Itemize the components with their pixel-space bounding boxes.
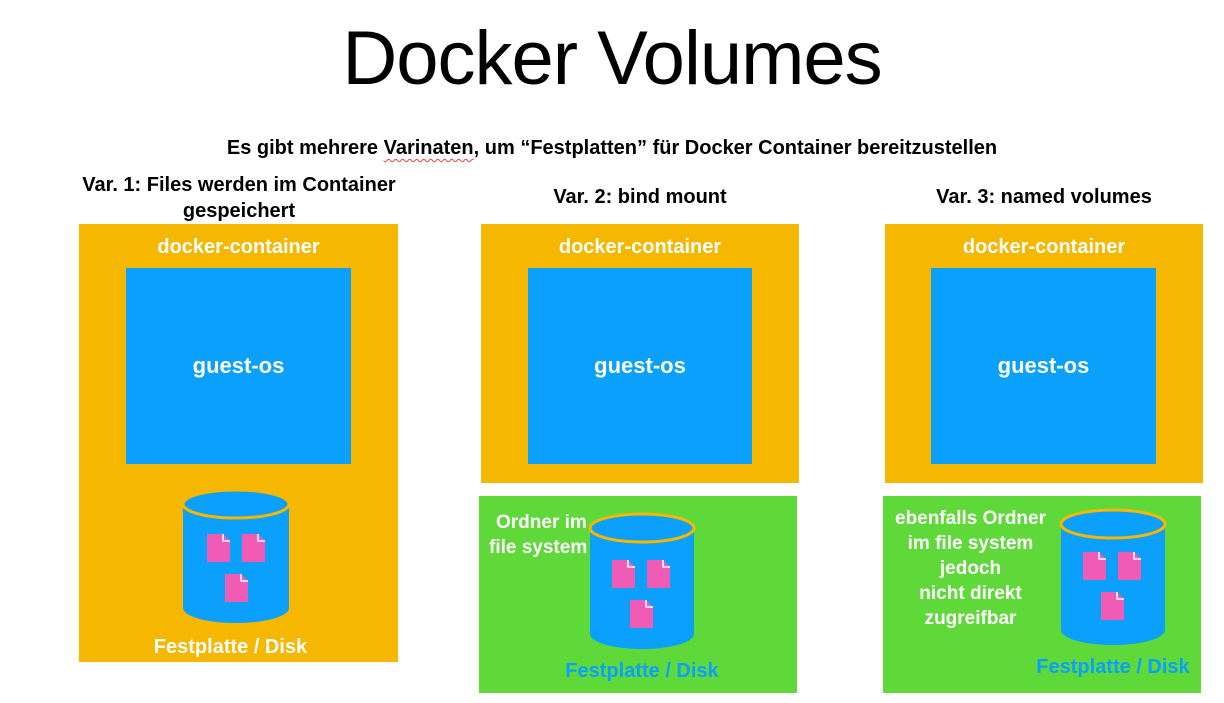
variant-2-note-line-1: Ordner im (496, 512, 587, 533)
file-document-icon (1101, 592, 1124, 620)
variant-2-note: Ordner im file system (489, 510, 587, 560)
variant-1-label: Var. 1: Files werden im Container gespei… (82, 174, 396, 222)
file-document-icon (1118, 552, 1141, 580)
variant-2-container-label: docker-container (558, 236, 722, 258)
variant-1-guest-label: guest-os (192, 353, 285, 378)
variant-3-note-line-3: jedoch (939, 558, 1002, 579)
subtitle: Es gibt mehrere Varinaten, um “Festplatt… (0, 136, 1224, 160)
variant-3-note-line-1: ebenfalls Ordner (895, 508, 1046, 529)
file-document-icon (612, 560, 635, 588)
file-document-icon (225, 574, 248, 602)
disk-cylinder-icon (588, 512, 696, 652)
variant-1-docker-container: docker-container guest-os Festplatte / D… (79, 224, 398, 662)
page-title: Docker Volumes (342, 16, 882, 101)
subtitle-after: , um “Festplatten” für Docker Container … (473, 137, 998, 159)
file-document-icon (242, 534, 265, 562)
variant-2-host-filesystem: Ordner im file system Festplatte / Disk (479, 496, 797, 693)
variant-3-guest-label: guest-os (997, 353, 1090, 378)
variant-2-note-line-2: file system (489, 537, 588, 558)
variant-1-guest-os: guest-os (126, 268, 351, 464)
file-document-icon (630, 600, 653, 628)
disk-cylinder-icon (1059, 508, 1167, 648)
variant-2-guest-label: guest-os (594, 353, 686, 378)
variant-3-note-line-4: nicht direkt (919, 583, 1022, 604)
variant-3-disk-label: Festplatte / Disk (1036, 656, 1190, 678)
variant-2-docker-container: docker-container guest-os (481, 224, 799, 483)
variant-3-host-filesystem: ebenfalls Ordner im file system jedoch n… (883, 496, 1201, 693)
subtitle-before: Es gibt mehrere (226, 137, 384, 159)
variant-3-note-line-2: im file system (907, 533, 1034, 554)
disk-cylinder-icon (181, 488, 291, 626)
variant-1-container-label: docker-container (157, 236, 320, 258)
variant-3-container-label: docker-container (962, 236, 1126, 258)
variant-3-guest-os: guest-os (931, 268, 1156, 464)
variant-2-label: Var. 2: bind mount (553, 186, 727, 208)
file-document-icon (1083, 552, 1106, 580)
variant-3-docker-container: docker-container guest-os (885, 224, 1203, 483)
variant-2-disk-label: Festplatte / Disk (565, 660, 719, 682)
subtitle-flagged-word: Varinaten (383, 137, 474, 159)
variant-3-note-line-5: zugreifbar (924, 608, 1017, 629)
variant-3-note: ebenfalls Ordner im file system jedoch n… (883, 506, 1058, 631)
variant-2-guest-os: guest-os (528, 268, 752, 464)
variant-1-disk-label: Festplatte / Disk (153, 636, 308, 658)
variant-3-label: Var. 3: named volumes (936, 186, 1152, 208)
file-document-icon (207, 534, 230, 562)
file-document-icon (647, 560, 670, 588)
